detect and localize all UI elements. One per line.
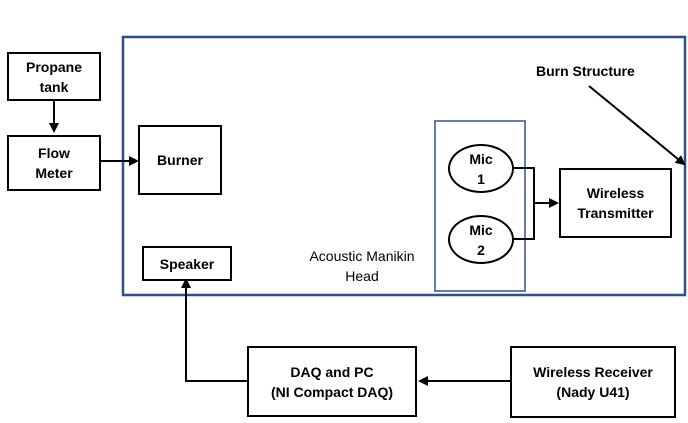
mic-1-line-2: 1: [477, 170, 485, 187]
burn-structure-label: Burn Structure: [536, 63, 635, 79]
speaker-box: Speaker: [142, 246, 232, 281]
burner-box: Burner: [138, 125, 222, 195]
mic-2-line-1: Mic: [469, 221, 493, 238]
arrow-daq-to-speaker: [181, 278, 247, 382]
mic-1-node: Mic 1: [448, 144, 514, 193]
daq-pc-box: DAQ and PC (NI Compact DAQ): [247, 346, 417, 417]
daq-pc-line-2: (NI Compact DAQ): [270, 383, 394, 400]
wireless-transmitter-line-2: Transmitter: [577, 205, 654, 221]
flow-meter-box: Flow Meter: [7, 135, 101, 191]
manikin-head-line-1: Acoustic Manikin: [309, 248, 415, 264]
manikin-head-label: Acoustic Manikin Head: [296, 246, 428, 286]
wireless-receiver-line-1: Wireless Receiver: [533, 364, 653, 380]
mic-2-line-2: 2: [477, 241, 485, 258]
arrow-burn-structure-pointer: [588, 85, 686, 166]
manikin-head-frame: [434, 120, 526, 292]
propane-tank-line-1: Propane: [25, 58, 82, 75]
manikin-head-line-2: Head: [345, 268, 379, 284]
flow-meter-line-1: Flow: [38, 145, 70, 161]
daq-pc-line-1: DAQ and PC: [290, 363, 374, 380]
mic-2-node: Mic 2: [448, 215, 514, 264]
wireless-receiver-line-2: (Nady U41): [556, 384, 630, 400]
mic-connector-bracket: [514, 167, 535, 240]
speaker-label: Speaker: [159, 255, 215, 272]
propane-tank-box: Propane tank: [7, 52, 101, 101]
burner-label: Burner: [157, 152, 203, 168]
mic-1-line-1: Mic: [469, 150, 493, 167]
wireless-transmitter-line-1: Wireless: [586, 185, 645, 201]
burn-structure-frame: [121, 35, 687, 297]
flow-meter-line-2: Meter: [35, 165, 73, 181]
wireless-receiver-box: Wireless Receiver (Nady U41): [510, 346, 676, 418]
wireless-transmitter-box: Wireless Transmitter: [559, 168, 672, 238]
propane-tank-line-2: tank: [39, 78, 69, 95]
